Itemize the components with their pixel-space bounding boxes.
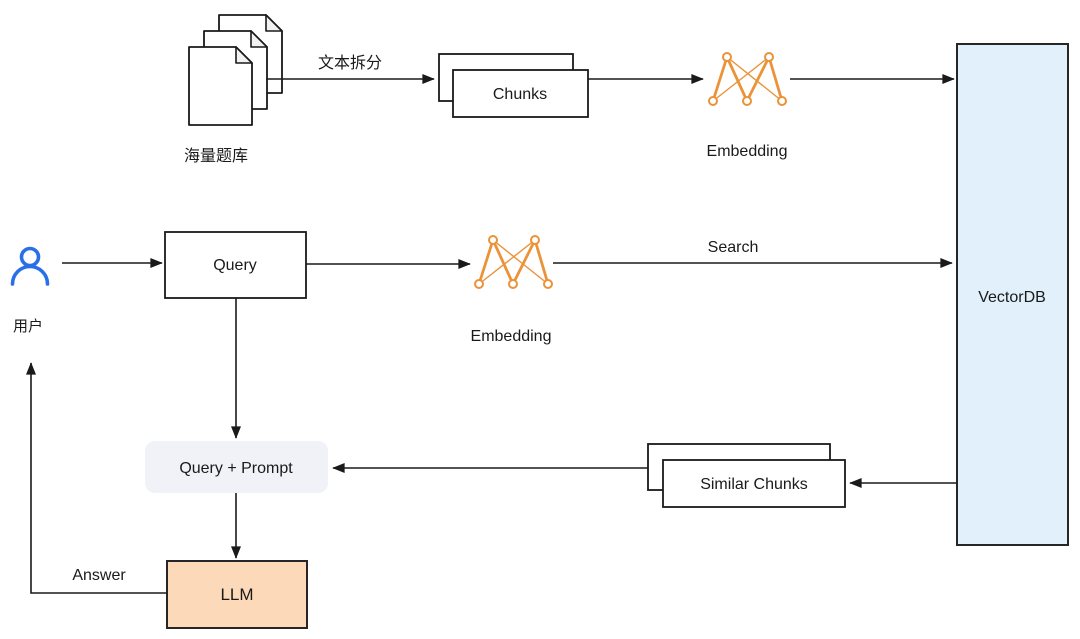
answer-arrow-label: Answer	[72, 567, 126, 584]
llm-node	[166, 560, 308, 629]
nn-edge	[511, 239, 537, 285]
user-icon	[10, 246, 50, 286]
document-fold-back	[265, 14, 283, 32]
vectordb-label: VectorDB	[978, 289, 1046, 306]
chunks-box-front	[452, 69, 589, 118]
chunks-node: Chunks	[438, 53, 589, 118]
nn-edge	[767, 56, 784, 102]
nn-node	[742, 96, 752, 106]
vectordb-node	[956, 43, 1069, 546]
similar-chunks-box-front	[662, 459, 846, 508]
chunks-label: Chunks	[493, 86, 547, 103]
nn-edge	[726, 56, 783, 102]
nn-node	[508, 279, 518, 289]
query-prompt-label: Query + Prompt	[179, 460, 293, 477]
split-arrow-label: 文本拆分	[318, 54, 382, 72]
arrow-llm-to-user	[26, 362, 167, 594]
embedding-index-icon	[708, 52, 787, 106]
nn-node	[543, 279, 553, 289]
search-arrow-label: Search	[708, 239, 759, 256]
document-page-front	[188, 46, 253, 126]
nn-edge	[745, 56, 771, 102]
nn-edge	[712, 56, 770, 102]
nn-node	[488, 235, 498, 245]
nn-edge	[478, 239, 536, 285]
query-node	[164, 231, 307, 299]
llm-label: LLM	[220, 585, 253, 604]
nn-node	[777, 96, 787, 106]
similar-chunks-label: Similar Chunks	[700, 476, 808, 493]
similar-chunks-node: Similar Chunks	[647, 443, 846, 508]
document-fold-front	[235, 46, 253, 64]
nn-node	[764, 52, 774, 62]
nn-node	[530, 235, 540, 245]
nn-edge	[477, 239, 495, 285]
nn-edge	[533, 239, 550, 285]
user-label: 用户	[13, 318, 43, 335]
embedding-query-icon	[474, 235, 553, 289]
nn-edge	[725, 56, 749, 102]
corpus-label: 海量题库	[184, 147, 248, 165]
nn-node	[708, 96, 718, 106]
embedding-index-label: Embedding	[707, 143, 788, 160]
nn-node	[474, 279, 484, 289]
embedding-query-label: Embedding	[471, 328, 552, 345]
nn-edge	[491, 239, 515, 285]
user-head	[19, 246, 41, 268]
nn-edge	[711, 56, 729, 102]
nn-node	[722, 52, 732, 62]
user-shoulders	[10, 264, 50, 286]
query-label: Query	[213, 257, 257, 274]
query-prompt-node	[145, 441, 328, 493]
document-fold-middle	[250, 30, 268, 48]
nn-edge	[492, 239, 549, 285]
document-stack-icon	[188, 14, 283, 126]
